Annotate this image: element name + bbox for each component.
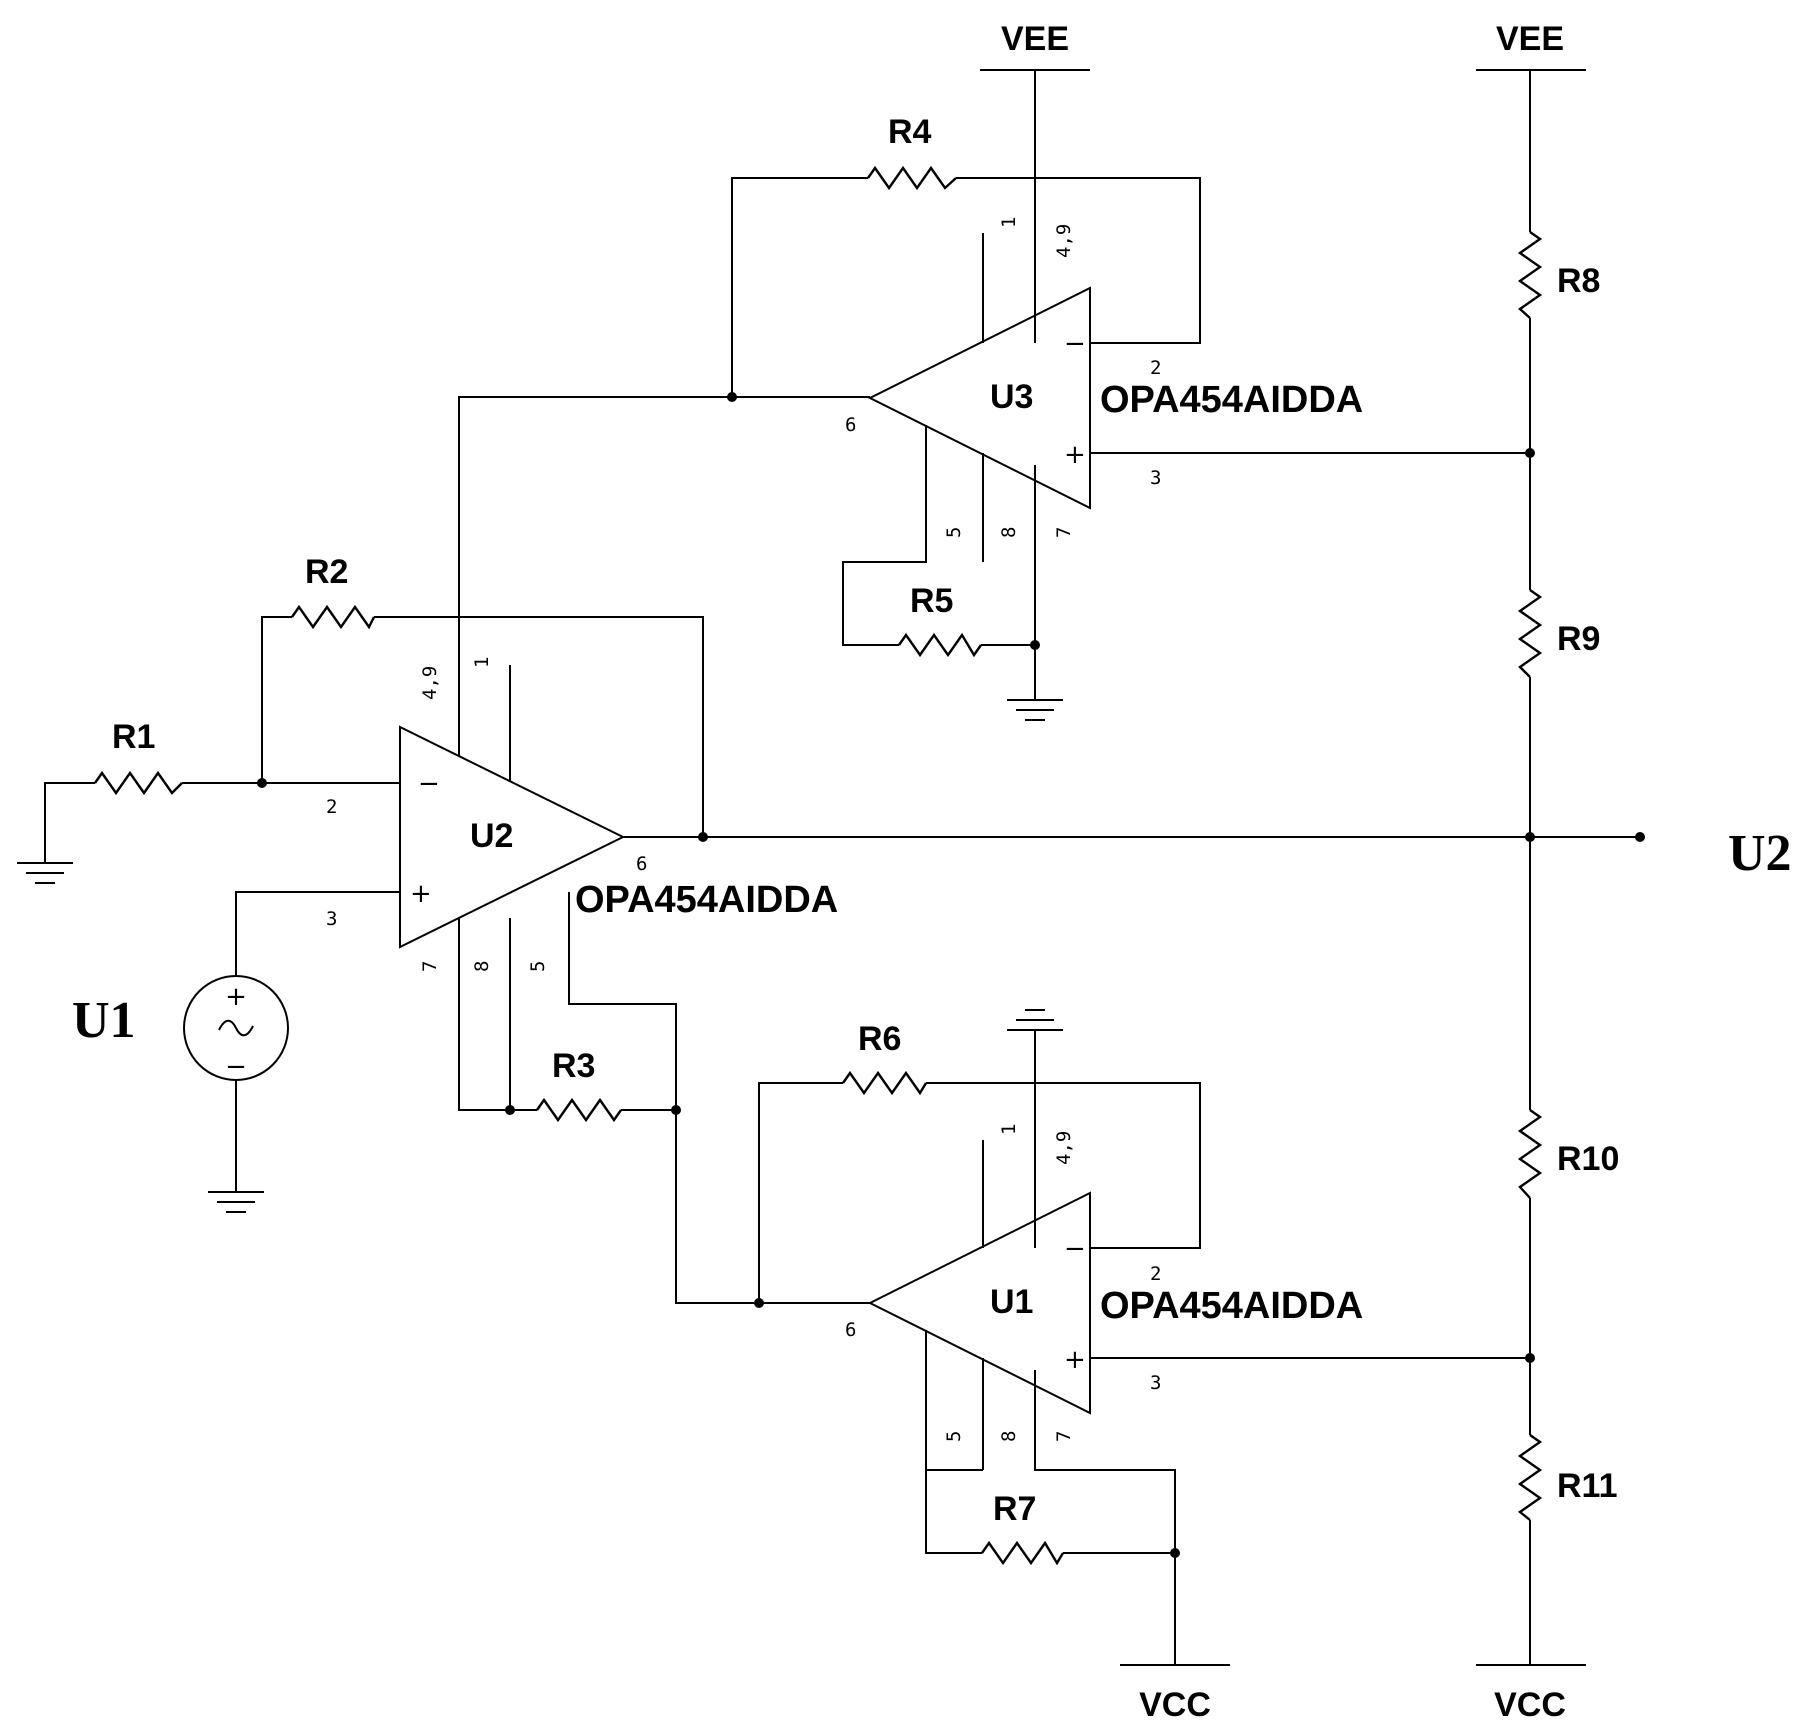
resistor-r3-symbol xyxy=(536,1097,622,1123)
ground-symbol-r1 xyxy=(17,862,73,884)
wires-input xyxy=(44,616,704,1192)
opamp-u3-body xyxy=(867,286,1091,510)
resistor-r9-symbol xyxy=(1517,589,1543,678)
source-minus-sign: − xyxy=(225,1052,247,1082)
resistor-r10-label: R10 xyxy=(1557,1140,1619,1178)
u2-pin-49: 4,9 xyxy=(419,666,441,700)
u2-noninverting-sign: + xyxy=(410,879,432,909)
u2-inverting-sign: − xyxy=(418,769,440,799)
u1-pin-2: 2 xyxy=(1150,1263,1161,1285)
opamp-u2-body xyxy=(399,725,626,949)
resistor-r6-symbol xyxy=(842,1070,928,1096)
junction-dot xyxy=(1525,1353,1535,1363)
vcc-label-right: VCC xyxy=(1494,1686,1566,1724)
u3-pin-3: 3 xyxy=(1150,467,1161,489)
u1-pin-8: 8 xyxy=(998,1431,1020,1442)
junction-dot xyxy=(257,778,267,788)
ground-symbol-source xyxy=(208,1191,264,1213)
u3-pin-7: 7 xyxy=(1053,527,1075,538)
vee-label-right: VEE xyxy=(1496,20,1564,58)
resistor-r4-symbol xyxy=(867,165,957,191)
u1-pin-3: 3 xyxy=(1150,1372,1161,1394)
opamp-u3-part: OPA454AIDDA xyxy=(1100,379,1363,421)
resistor-r9-label: R9 xyxy=(1557,620,1600,658)
u1-noninverting-sign: + xyxy=(1064,1345,1086,1375)
resistor-r4-label: R4 xyxy=(888,113,932,151)
opamp-u1-name: U1 xyxy=(990,1283,1033,1321)
u1-inverting-sign: − xyxy=(1064,1234,1086,1264)
u3-pin-1: 1 xyxy=(998,217,1020,228)
wires-u3 xyxy=(731,70,1530,700)
u1-pin-1: 1 xyxy=(998,1124,1020,1135)
u2-pin-8: 8 xyxy=(471,961,493,972)
resistor-r1-label: R1 xyxy=(112,718,155,756)
resistor-r8-label: R8 xyxy=(1557,262,1600,300)
u2-pin-5: 5 xyxy=(527,961,549,972)
opamp-u2-name: U2 xyxy=(470,817,513,855)
u1-pin-5: 5 xyxy=(943,1431,965,1442)
u3-pin-8: 8 xyxy=(998,527,1020,538)
wires-u1 xyxy=(758,1030,1530,1665)
u3-noninverting-sign: + xyxy=(1064,440,1086,470)
u1-pin-49: 4,9 xyxy=(1053,1131,1075,1165)
vcc-label-left: VCC xyxy=(1139,1686,1211,1724)
opamp-u2-part: OPA454AIDDA xyxy=(575,879,838,921)
junction-dot xyxy=(1030,640,1040,650)
u2-pin-6: 6 xyxy=(636,853,647,875)
resistor-r6-label: R6 xyxy=(858,1020,901,1058)
ground-symbol-u1 xyxy=(1007,1009,1063,1031)
u3-pin-49: 4,9 xyxy=(1053,224,1075,258)
u2-pin-7: 7 xyxy=(419,961,441,972)
source-plus-sign: + xyxy=(225,982,247,1012)
u3-pin-2: 2 xyxy=(1150,357,1161,379)
u2-pin-3: 3 xyxy=(326,908,337,930)
junction-dot xyxy=(505,1105,515,1115)
u1-pin-6: 6 xyxy=(845,1319,856,1341)
resistor-r3-label: R3 xyxy=(552,1047,595,1085)
opamp-u3-name: U3 xyxy=(990,378,1033,416)
junction-dot xyxy=(1525,832,1535,842)
junction-dot xyxy=(671,1105,681,1115)
ac-source-symbol xyxy=(183,975,289,1081)
resistor-r10-symbol xyxy=(1517,1109,1543,1199)
u1-pin-7: 7 xyxy=(1053,1431,1075,1442)
resistor-r2-symbol xyxy=(291,604,376,630)
vee-label-left: VEE xyxy=(1001,20,1069,58)
junction-dot xyxy=(754,1298,764,1308)
output-label: U2 xyxy=(1728,825,1792,882)
u3-pin-6: 6 xyxy=(845,414,856,436)
opamp-u1-part: OPA454AIDDA xyxy=(1100,1285,1363,1327)
u3-inverting-sign: − xyxy=(1064,329,1086,359)
junction-dot xyxy=(698,832,708,842)
source-label: U1 xyxy=(72,992,136,1049)
resistor-r8-symbol xyxy=(1517,231,1543,319)
resistor-r7-label: R7 xyxy=(993,1490,1036,1528)
ground-symbol-u3 xyxy=(1007,699,1063,721)
resistor-r5-symbol xyxy=(898,632,982,658)
resistor-r7-symbol xyxy=(981,1540,1065,1566)
resistor-r11-symbol xyxy=(1517,1434,1543,1521)
u3-pin-5: 5 xyxy=(943,527,965,538)
resistor-r11-label: R11 xyxy=(1557,1467,1618,1505)
junction-dot xyxy=(727,392,737,402)
junction-dot xyxy=(1635,832,1645,842)
junction-dot xyxy=(1525,448,1535,458)
resistor-r2-label: R2 xyxy=(305,553,348,591)
u2-pin-2: 2 xyxy=(326,796,337,818)
u2-pin-1: 1 xyxy=(471,657,493,668)
junction-dot xyxy=(1170,1548,1180,1558)
resistor-r1-symbol xyxy=(94,770,183,796)
opamp-u1-body xyxy=(867,1191,1091,1415)
resistor-r5-label: R5 xyxy=(910,582,953,620)
